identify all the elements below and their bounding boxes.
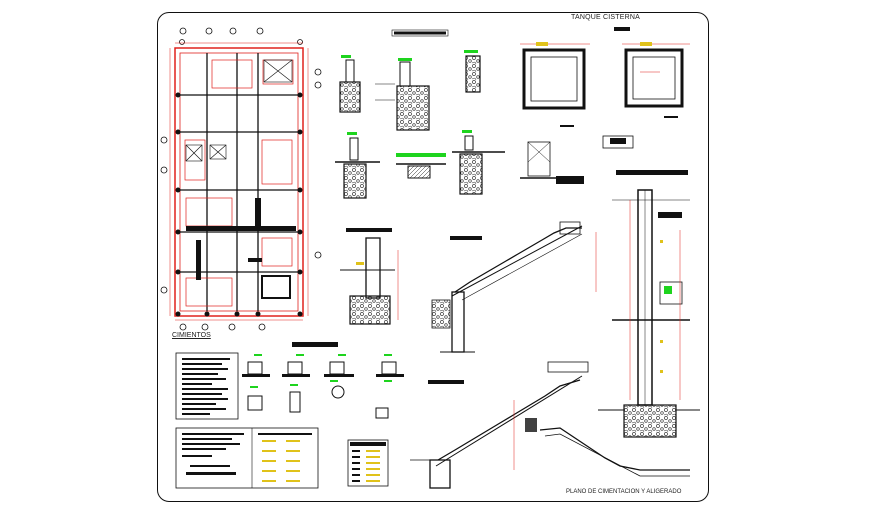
small-foundation-details bbox=[242, 342, 404, 419]
tank-title: TANQUE CISTERNA bbox=[571, 14, 640, 21]
foundation-section-details bbox=[335, 29, 505, 199]
wall-section-elevation bbox=[598, 170, 700, 438]
footing-detail bbox=[340, 228, 399, 325]
stair-section-upper bbox=[431, 221, 597, 353]
foundation-label: CIMIENTOS bbox=[172, 332, 211, 339]
axis-bubbles-top bbox=[179, 27, 303, 45]
plan-title: PLANO DE CIMENTACION Y ALIGERADO bbox=[566, 489, 682, 495]
notes-and-tables bbox=[175, 352, 389, 489]
water-tank-plans bbox=[520, 27, 690, 184]
foundation-plan bbox=[160, 27, 322, 331]
drawing-sheet-frame bbox=[157, 12, 709, 502]
stair-section-lower bbox=[410, 361, 690, 489]
